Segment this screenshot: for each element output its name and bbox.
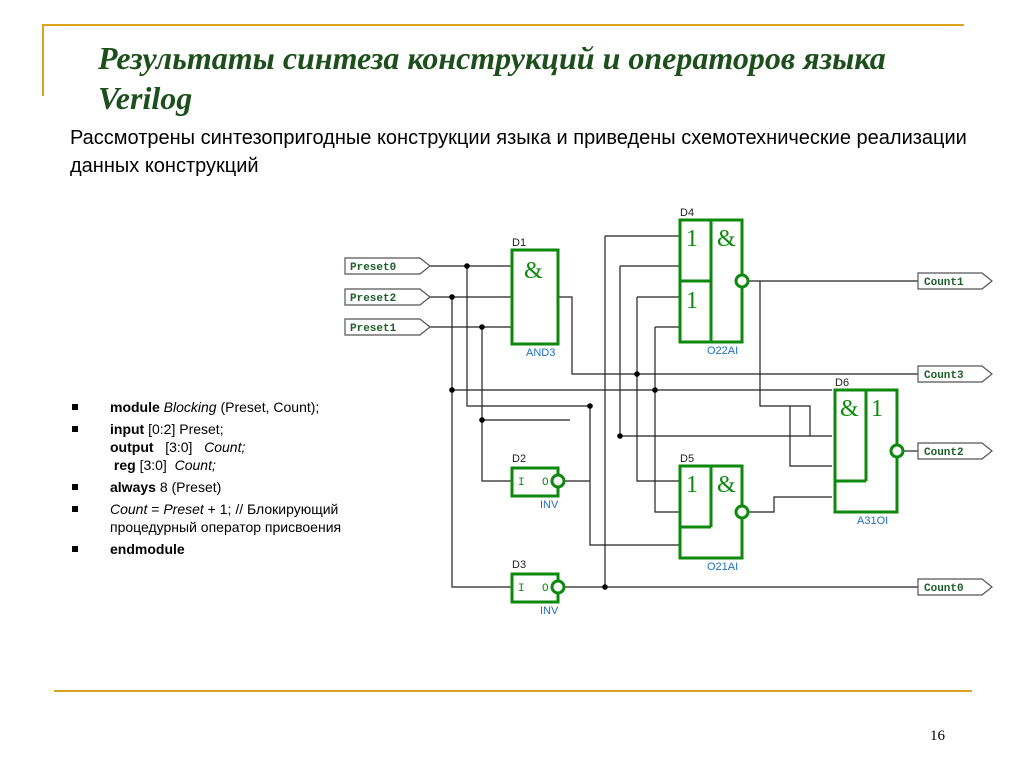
svg-text:D1: D1 <box>512 237 526 249</box>
svg-text:1: 1 <box>871 396 883 422</box>
bullet-square-icon <box>72 484 78 490</box>
accent-line-left <box>42 24 44 96</box>
svg-text:1: 1 <box>686 472 698 498</box>
wire-d4-fb <box>759 281 811 436</box>
junction-dots <box>449 263 658 590</box>
bullet-square-icon <box>72 506 78 512</box>
svg-text:INV: INV <box>540 605 559 617</box>
svg-text:1: 1 <box>686 288 698 314</box>
svg-text:A31OI: A31OI <box>857 515 888 527</box>
page-number: 16 <box>930 728 945 744</box>
svg-text:&: & <box>717 226 736 252</box>
wire-v790 <box>789 406 832 467</box>
svg-text:D3: D3 <box>512 559 526 571</box>
svg-text:&: & <box>717 472 736 498</box>
svg-text:O: O <box>542 583 549 595</box>
svg-text:D6: D6 <box>835 377 849 389</box>
wire-p1-down <box>481 327 512 482</box>
wire-v655 <box>654 327 680 513</box>
input-port-preset2: Preset2 <box>344 288 431 306</box>
svg-text:INV: INV <box>540 499 559 511</box>
gate-d3-inv: D3 I O INV <box>510 559 566 617</box>
bullet-item: always 8 (Preset) <box>70 478 410 496</box>
svg-text:AND3: AND3 <box>526 347 555 359</box>
wire-d2-out <box>565 480 680 546</box>
svg-text:Preset1: Preset1 <box>350 323 397 335</box>
svg-text:D4: D4 <box>680 207 694 219</box>
output-port-count1: Count1 <box>917 272 993 290</box>
bullet-item: endmodule <box>70 540 410 558</box>
bullet-square-icon <box>72 546 78 552</box>
svg-text:D5: D5 <box>680 453 694 465</box>
svg-text:Count2: Count2 <box>924 447 964 459</box>
svg-text:Preset0: Preset0 <box>350 262 396 274</box>
accent-line-bottom <box>54 690 972 692</box>
bullet-item: module Blocking (Preset, Count); <box>70 398 410 416</box>
svg-text:&: & <box>840 396 859 422</box>
svg-text:Count1: Count1 <box>924 277 964 289</box>
bullet-square-icon <box>72 404 78 410</box>
svg-text:Count0: Count0 <box>924 583 964 595</box>
output-port-count3: Count3 <box>917 365 993 383</box>
wire-o21ai-out <box>749 496 832 513</box>
wire-p2-down <box>451 297 512 588</box>
svg-text:&: & <box>524 258 543 284</box>
svg-text:Count3: Count3 <box>924 370 964 382</box>
svg-text:I: I <box>518 583 525 595</box>
svg-text:Preset2: Preset2 <box>350 293 396 305</box>
gate-d4-o22ai: D4 1 & 1 O22AI <box>678 207 750 357</box>
bullet-item: input [0:2] Preset; output [3:0] Count; … <box>70 420 410 474</box>
output-port-count2: Count2 <box>917 442 993 460</box>
gate-d2-inv: D2 I O INV <box>510 453 566 511</box>
input-port-preset0: Preset0 <box>344 257 431 275</box>
intro-text: Рассмотрены синтезопригодные конструкции… <box>70 127 967 177</box>
bullet-square-icon <box>72 426 78 432</box>
accent-line-top <box>42 24 964 26</box>
code-bullet-list: module Blocking (Preset, Count); input [… <box>70 398 410 562</box>
gate-d1-and3: D1 & AND3 <box>510 237 560 359</box>
svg-text:O22AI: O22AI <box>707 345 738 357</box>
wire-and3-out <box>559 296 918 375</box>
slide-title: Результаты синтеза конструкций и операто… <box>98 40 886 116</box>
wire-v637 <box>636 297 680 482</box>
svg-text:O21AI: O21AI <box>707 561 738 573</box>
svg-text:I: I <box>518 477 525 489</box>
gate-d5-o21ai: D5 1 & O21AI <box>678 453 750 573</box>
svg-text:D2: D2 <box>512 453 526 465</box>
svg-text:1: 1 <box>686 226 698 252</box>
wire-p0-down <box>466 266 590 407</box>
gate-d6-a31oi: D6 & 1 A31OI <box>833 377 905 527</box>
svg-text:O: O <box>542 477 549 489</box>
output-port-count0: Count0 <box>917 578 993 596</box>
input-port-preset1: Preset1 <box>344 318 431 336</box>
bullet-item: Count = Preset + 1; // Блокирующий проце… <box>70 500 410 536</box>
